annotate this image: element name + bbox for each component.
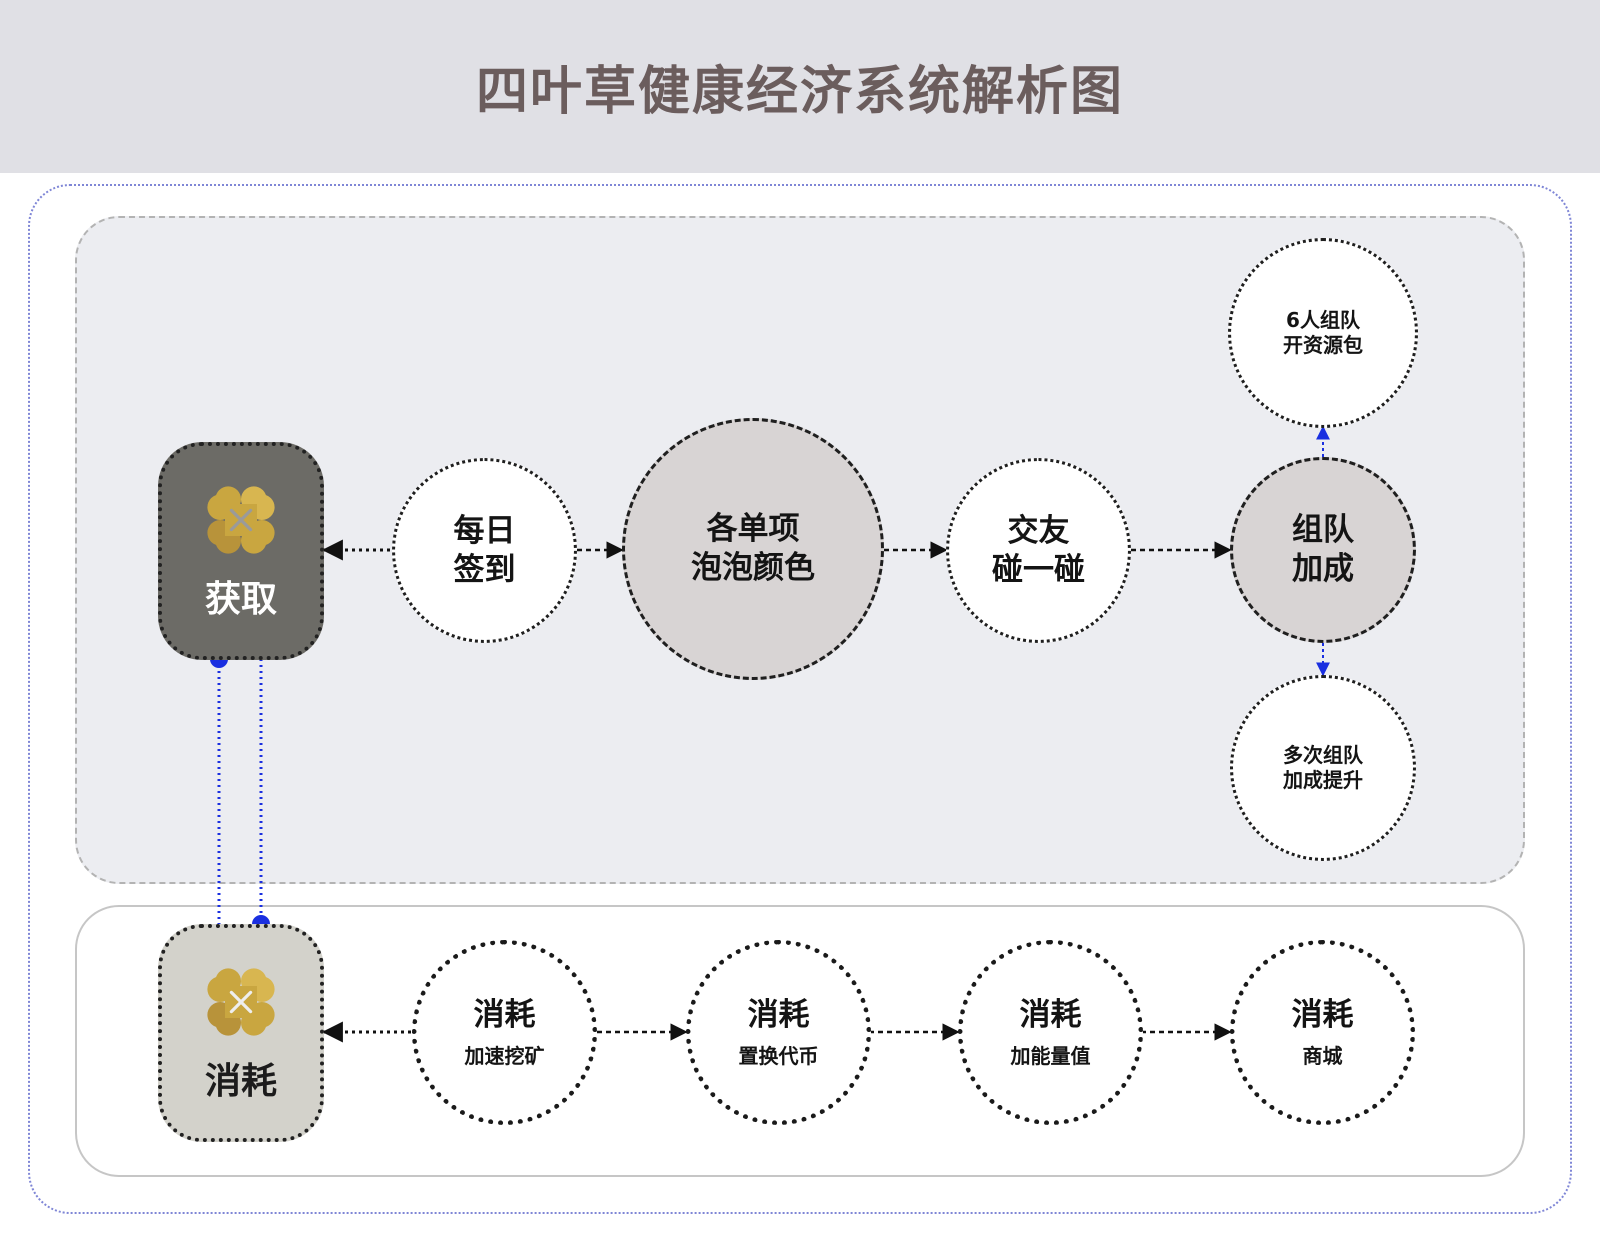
node-line: 开资源包 (1283, 333, 1363, 357)
node-line: 各单项 (706, 511, 800, 548)
node-line: 多次组队 (1283, 743, 1363, 767)
node-team-resource-pack: 6人组队 开资源包 (1228, 238, 1418, 428)
node-subtitle: 置换代币 (738, 1044, 819, 1069)
node-title: 消耗 (747, 996, 810, 1033)
node-line: 加成提升 (1283, 768, 1363, 792)
node-subtitle: 加速挖矿 (464, 1044, 545, 1069)
node-title: 消耗 (1019, 996, 1082, 1033)
node-line: 签到 (453, 551, 516, 588)
spend-hub-label: 消耗 (204, 1061, 277, 1102)
clover-icon (207, 486, 275, 554)
node-title: 消耗 (473, 996, 536, 1033)
node-line: 6人组队 (1286, 308, 1360, 332)
spend-hub: 消耗 (158, 924, 324, 1142)
node-spend-shop: 消耗 商城 (1230, 940, 1415, 1125)
node-line: 组队 (1292, 512, 1354, 549)
node-line: 泡泡颜色 (691, 550, 815, 586)
node-spend-token: 消耗 置换代币 (686, 940, 871, 1125)
header-banner (0, 0, 1600, 173)
node-subtitle: 商城 (1302, 1044, 1343, 1069)
node-bubble-colors: 各单项 泡泡颜色 (622, 418, 884, 680)
outer-frame (28, 184, 1572, 1214)
node-line: 加成 (1292, 551, 1354, 587)
node-spend-mining: 消耗 加速挖矿 (412, 940, 597, 1125)
node-daily-checkin: 每日 签到 (392, 458, 577, 643)
clover-icon (207, 968, 275, 1036)
node-title: 消耗 (1291, 996, 1354, 1033)
node-line: 每日 (453, 512, 516, 549)
node-team-boost: 多次组队 加成提升 (1230, 675, 1416, 861)
node-subtitle: 加能量值 (1010, 1044, 1091, 1069)
gain-hub-label: 获取 (204, 579, 277, 620)
page-title: 四叶草健康经济系统解析图 (475, 62, 1124, 122)
node-line: 交友 (1007, 512, 1070, 549)
gain-hub: 获取 (158, 442, 324, 660)
node-spend-energy: 消耗 加能量值 (958, 940, 1143, 1125)
node-team-bonus: 组队 加成 (1230, 457, 1416, 643)
node-line: 碰一碰 (992, 551, 1085, 588)
node-friend-bump: 交友 碰一碰 (946, 458, 1131, 643)
